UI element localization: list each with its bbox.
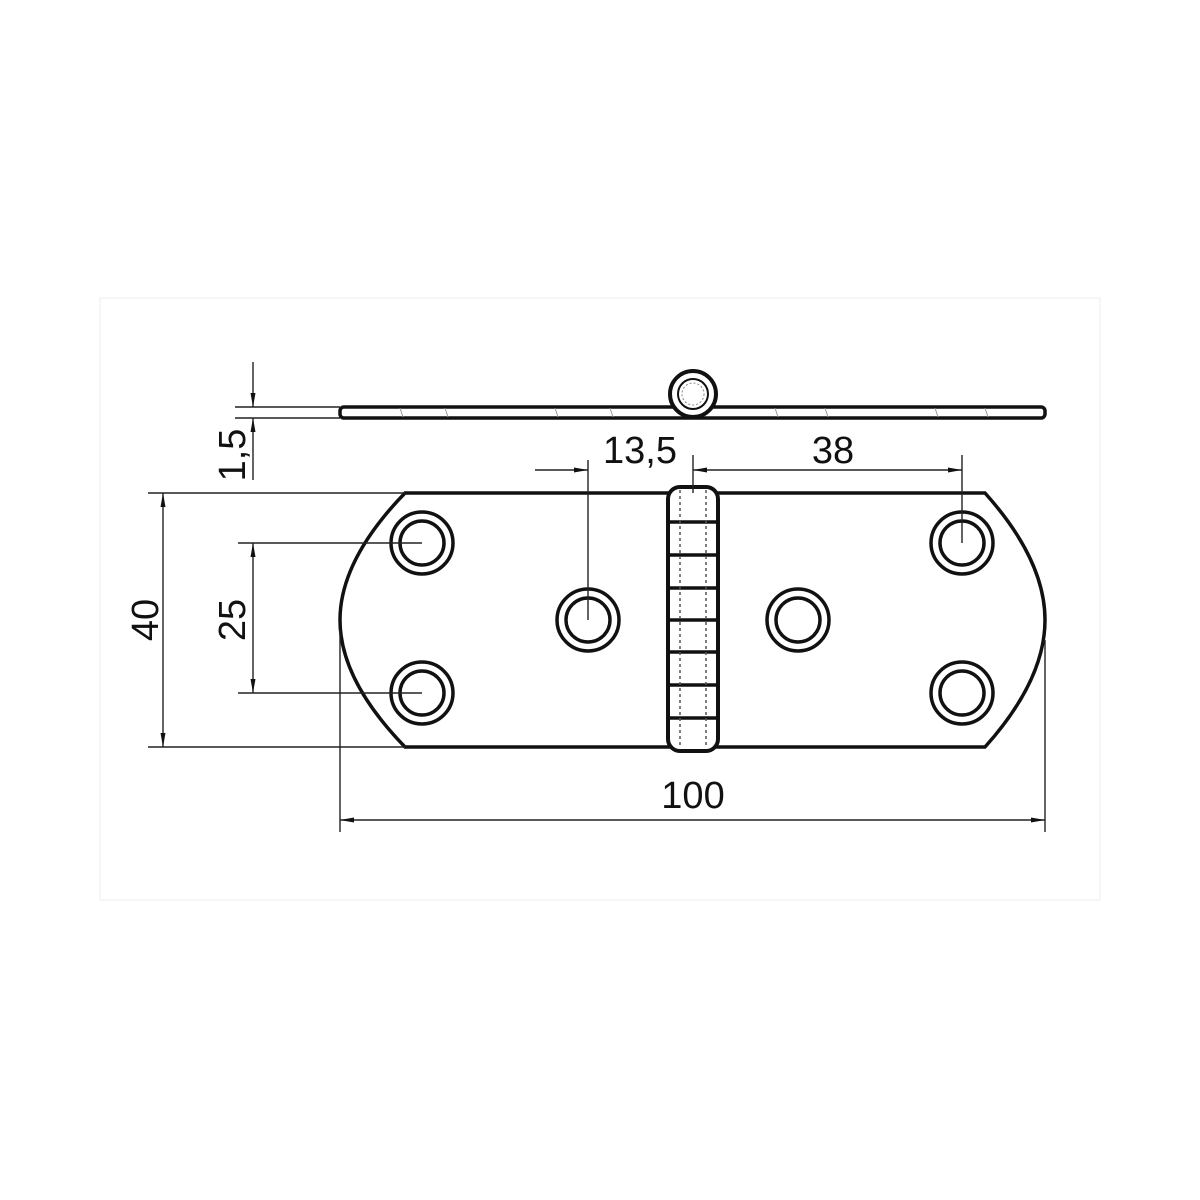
dim-length: 100 — [661, 775, 724, 817]
dim-height: 40 — [125, 599, 167, 641]
dimensions: 1,5 13,5 38 40 25 100 — [125, 362, 1046, 832]
knuckle — [666, 485, 720, 753]
dim-hole-spacing: 25 — [212, 599, 254, 641]
screw-hole — [929, 660, 995, 726]
hinge-plate-outline — [338, 491, 1047, 749]
dim-knuckle-to-outer-hole: 38 — [812, 430, 854, 472]
side-knuckle — [668, 369, 718, 419]
plate-view — [338, 485, 1047, 753]
screw-holes — [389, 510, 995, 726]
dim-knuckle-to-hole: 13,5 — [603, 430, 677, 472]
dim-thickness: 1,5 — [212, 429, 254, 482]
drawing-frame — [99, 297, 1101, 901]
side-view — [338, 369, 1047, 420]
screw-hole — [765, 587, 831, 653]
